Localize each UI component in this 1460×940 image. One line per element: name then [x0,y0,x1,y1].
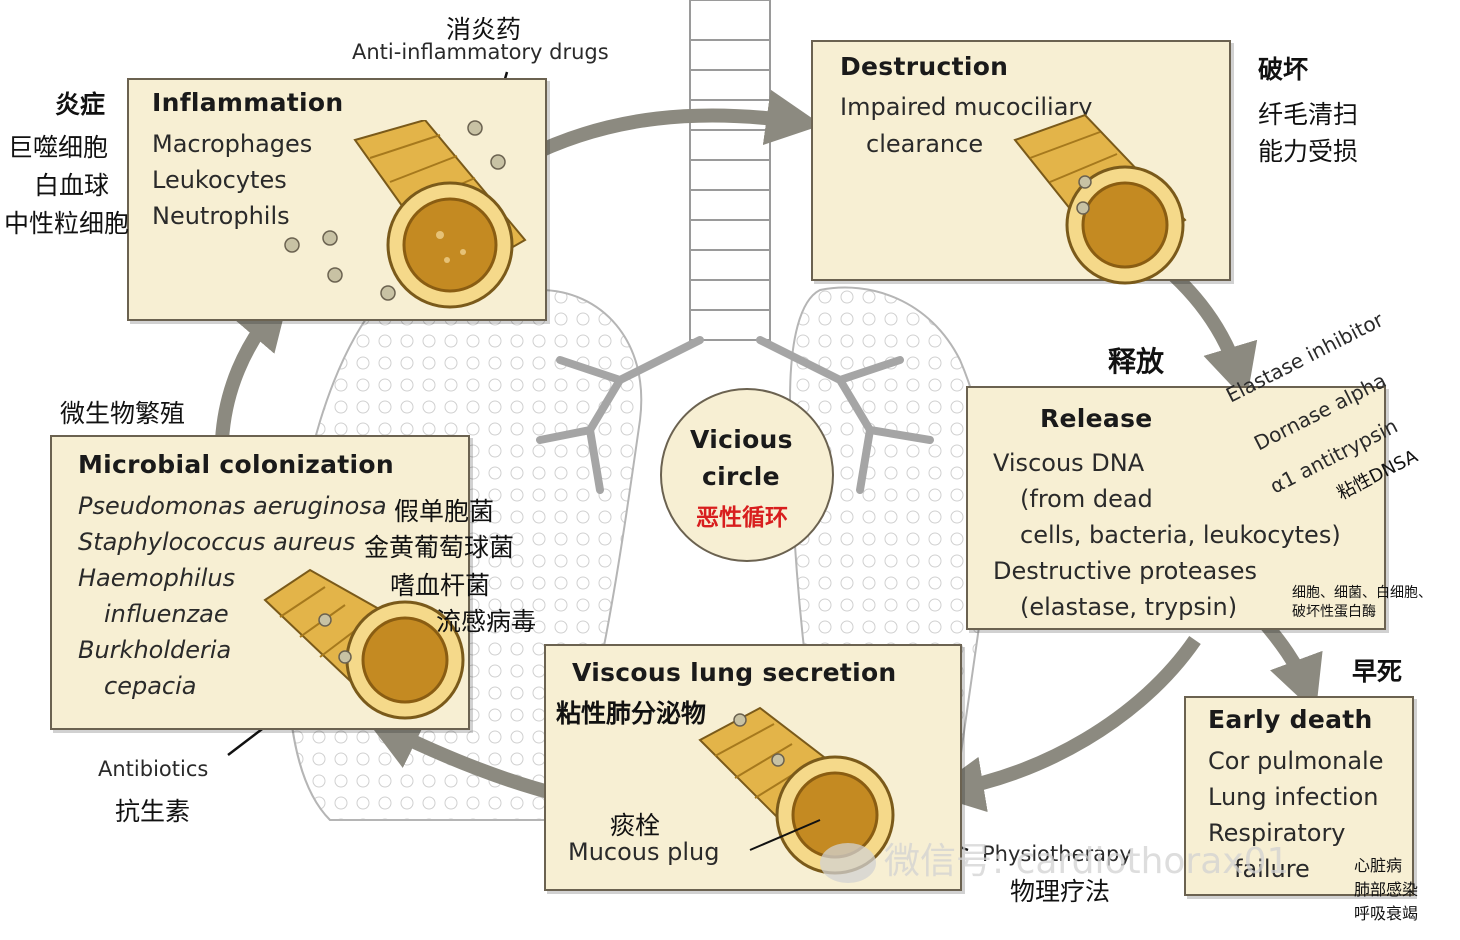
anti-inflammatory-zh: 消炎药 [446,15,522,44]
microbial-species: Haemophilus [78,564,236,592]
microbial-species: Staphylococcus aureus [78,528,356,556]
airway-tube-icon [698,706,895,875]
destruction-line: Impaired mucociliary [840,93,1093,121]
mucous-plug-zh: 痰栓 [610,811,661,840]
secretion-zh-title: 粘性肺分泌物 [556,699,707,728]
secretion-title: Viscous lung secretion [572,658,897,687]
watermark: 微信号: cardiothorax01 [820,832,1289,884]
release-line: cells, bacteria, leukocytes) [1020,521,1341,549]
inflammation-zh-title: 炎症 [55,90,106,119]
destruction-title: Destruction [840,52,1009,81]
inflammation-item: Leukocytes [152,166,287,194]
microbial-zh-species: 嗜血杆菌 [390,571,491,600]
release-box [966,386,1386,630]
microbial-zh-species: 流感病毒 [436,607,537,636]
microbial-species: Burkholderia [78,636,232,664]
release-line: (from dead [1020,485,1153,513]
microbial-species: cepacia [104,672,197,700]
antibiotics-zh: 抗生素 [115,797,191,826]
destruction-zh-line: 纤毛清扫 [1258,100,1359,129]
center-label-line2: circle [702,462,780,491]
inflammation-item: Neutrophils [152,202,290,230]
inflammation-title: Inflammation [152,88,344,117]
anti-inflammatory-label: Anti-inflammatory drugs [352,40,609,64]
microbial-species: influenzae [104,600,229,628]
inflammation-zh-item: 巨噬细胞 [8,133,109,162]
mucous-plug-label: Mucous plug [568,838,720,866]
center-label-zh: 恶性循环 [696,505,788,531]
physiotherapy-zh: 物理疗法 [1010,877,1111,906]
wechat-logo-icon [820,843,876,883]
release-line: (elastase, trypsin) [1020,593,1238,621]
watermark-text: 微信号: cardiothorax01 [884,841,1290,882]
release-zh-title: 释放 [1108,345,1165,378]
antibiotics-label: Antibiotics [98,757,209,781]
early-death-item: Lung infection [1208,783,1379,811]
airway-tube-icon [263,568,465,720]
release-title: Release [1040,404,1153,433]
release-line: Destructive proteases [993,557,1258,585]
microbial-zh-label: 微生物繁殖 [60,399,186,428]
inflammation-zh-item: 白血球 [34,171,110,200]
inflammation-zh-item: 中性粒细胞 [4,209,130,238]
microbial-zh-species: 金黄葡萄球菌 [364,533,515,562]
early-death-zh-item: 呼吸衰竭 [1354,904,1419,923]
microbial-zh-species: 假单胞菌 [394,497,495,526]
microbial-species: Pseudomonas aeruginosa [78,492,387,520]
early-death-item: Respiratory [1208,819,1346,847]
early-death-title: Early death [1208,705,1373,734]
destruction-zh-line: 能力受损 [1258,137,1359,166]
release-zh-note: 破坏性蛋白酶 [1292,604,1376,620]
microbial-title: Microbial colonization [78,450,394,479]
early-death-box [1184,696,1414,896]
center-label-line1: Vicious [690,425,793,454]
destruction-line: clearance [866,130,984,158]
early-death-item: failure [1234,855,1310,883]
inflammation-item: Macrophages [152,130,313,158]
early-death-zh-item: 肺部感染 [1354,880,1419,899]
physiotherapy-label: Physiotherapy [982,842,1132,866]
vicious-circle [660,388,834,562]
airway-tube-icon [1013,113,1187,285]
destruction-zh-title: 破坏 [1258,55,1309,84]
early-death-zh-item: 心脏病 [1354,856,1403,875]
release-line: Viscous DNA [993,449,1145,477]
release-zh-note: 细胞、细菌、白细胞、 [1292,585,1432,601]
airway-tube-icon [353,120,527,309]
early-death-zh-title: 早死 [1352,657,1403,686]
early-death-item: Cor pulmonale [1208,747,1384,775]
inflammatory-cells [284,120,506,301]
